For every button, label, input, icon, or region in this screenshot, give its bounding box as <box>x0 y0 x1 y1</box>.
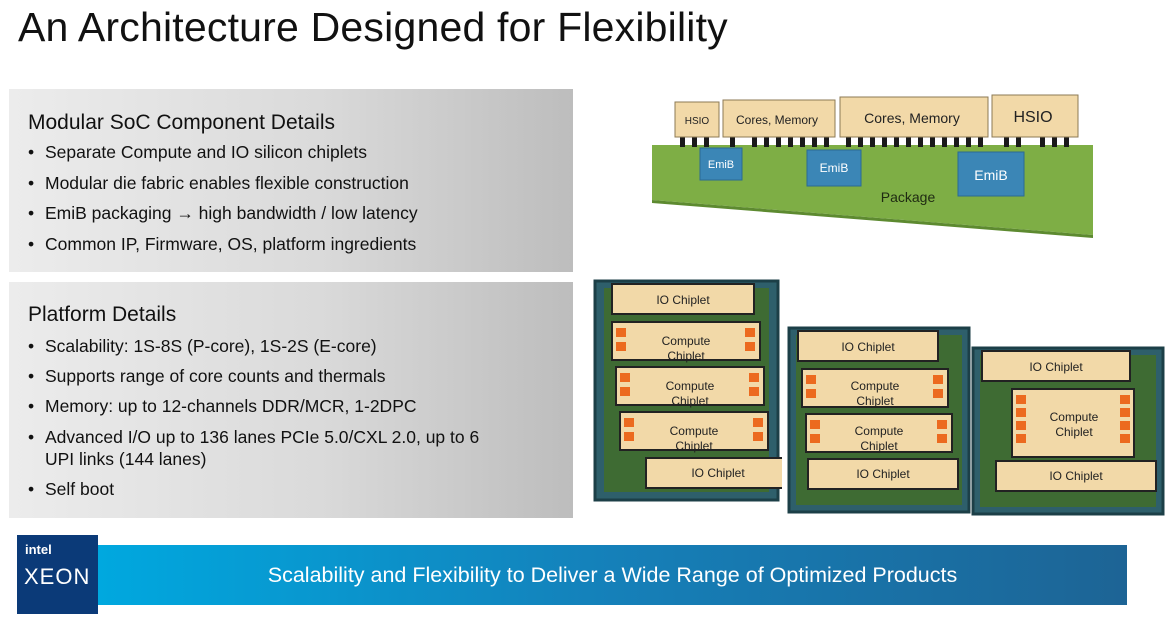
io-pads <box>616 328 763 441</box>
die-label: Cores, Memory <box>736 113 818 127</box>
io-chiplet <box>611 283 755 315</box>
compute-chiplet <box>615 366 765 406</box>
die-cores-memory-right <box>839 96 989 138</box>
list-item: EmiB packaging → high bandwidth / low la… <box>28 203 418 234</box>
list-item: Separate Compute and IO silicon chiplets <box>28 142 418 173</box>
die-cores-memory-left <box>722 99 836 138</box>
die-label: HSIO <box>685 116 710 127</box>
io-chiplet <box>807 458 959 490</box>
modular-soc-list: Separate Compute and IO silicon chiplets… <box>28 142 418 264</box>
die-label: Cores, Memory <box>864 110 960 126</box>
logo-intel-text: intel <box>25 542 52 557</box>
package-label: Package <box>881 189 936 205</box>
compute-chiplet <box>611 321 761 361</box>
emib-bridge <box>957 151 1025 197</box>
bump-row <box>680 137 1069 147</box>
list-item: Self boot <box>28 479 485 509</box>
die-hsio-right <box>991 94 1079 138</box>
compute-chiplet <box>801 368 949 408</box>
package-edge <box>652 200 1093 238</box>
emib-bridge <box>806 149 862 187</box>
emib-label: EmiB <box>820 161 849 175</box>
compute-chiplet <box>619 411 769 451</box>
platform-list: Scalability: 1S-8S (P-core), 1S-2S (E-co… <box>28 336 485 509</box>
io-pads <box>1016 395 1130 443</box>
logo-xeon-text: XEON <box>24 564 91 589</box>
io-chiplet <box>645 457 782 489</box>
compute-chiplet <box>805 413 953 453</box>
package-diagram: HSIO Cores, Memory Cores, Memory HSIO Em… <box>652 94 1093 238</box>
io-chiplet <box>981 350 1131 382</box>
chiplet-label: IO Chiplet <box>856 467 910 481</box>
chiplet-label: IO Chiplet <box>1029 360 1083 374</box>
chiplet-label: IO Chiplet <box>841 340 895 354</box>
chiplet-label: IO Chiplet <box>691 466 745 480</box>
modular-soc-heading: Modular SoC Component Details <box>28 111 335 134</box>
page-title: An Architecture Designed for Flexibility <box>18 4 728 50</box>
list-item: Supports range of core counts and therma… <box>28 366 485 396</box>
die-label: HSIO <box>1013 109 1052 126</box>
emib-label: EmiB <box>974 167 1007 183</box>
emib-label: EmiB <box>708 159 734 171</box>
die-hsio-left <box>674 101 720 138</box>
tagline-text: Scalability and Flexibility to Deliver a… <box>267 563 958 587</box>
modular-soc-panel: Modular SoC Component Details Separate C… <box>9 89 573 272</box>
platform-heading: Platform Details <box>28 303 177 326</box>
list-item: Common IP, Firmware, OS, platform ingred… <box>28 234 418 265</box>
io-chiplet <box>797 330 939 362</box>
io-pads <box>806 375 947 443</box>
chiplet-label: IO Chiplet <box>656 293 710 307</box>
emib-bridge <box>699 147 743 181</box>
list-item: Memory: up to 12-channels DDR/MCR, 1-2DP… <box>28 396 485 426</box>
tagline-banner: Scalability and Flexibility to Deliver a… <box>98 545 1127 605</box>
list-item: Advanced I/O up to 136 lanes PCIe 5.0/CX… <box>28 426 485 479</box>
list-item: Scalability: 1S-8S (P-core), 1S-2S (E-co… <box>28 336 485 366</box>
platform-panel: Platform Details Scalability: 1S-8S (P-c… <box>9 282 573 518</box>
intel-xeon-logo: intel XEON <box>17 535 98 614</box>
compute-chiplet <box>1011 388 1135 458</box>
io-chiplet <box>995 460 1157 492</box>
list-item: Modular die fabric enables flexible cons… <box>28 173 418 204</box>
chiplet-label: IO Chiplet <box>1049 469 1103 483</box>
